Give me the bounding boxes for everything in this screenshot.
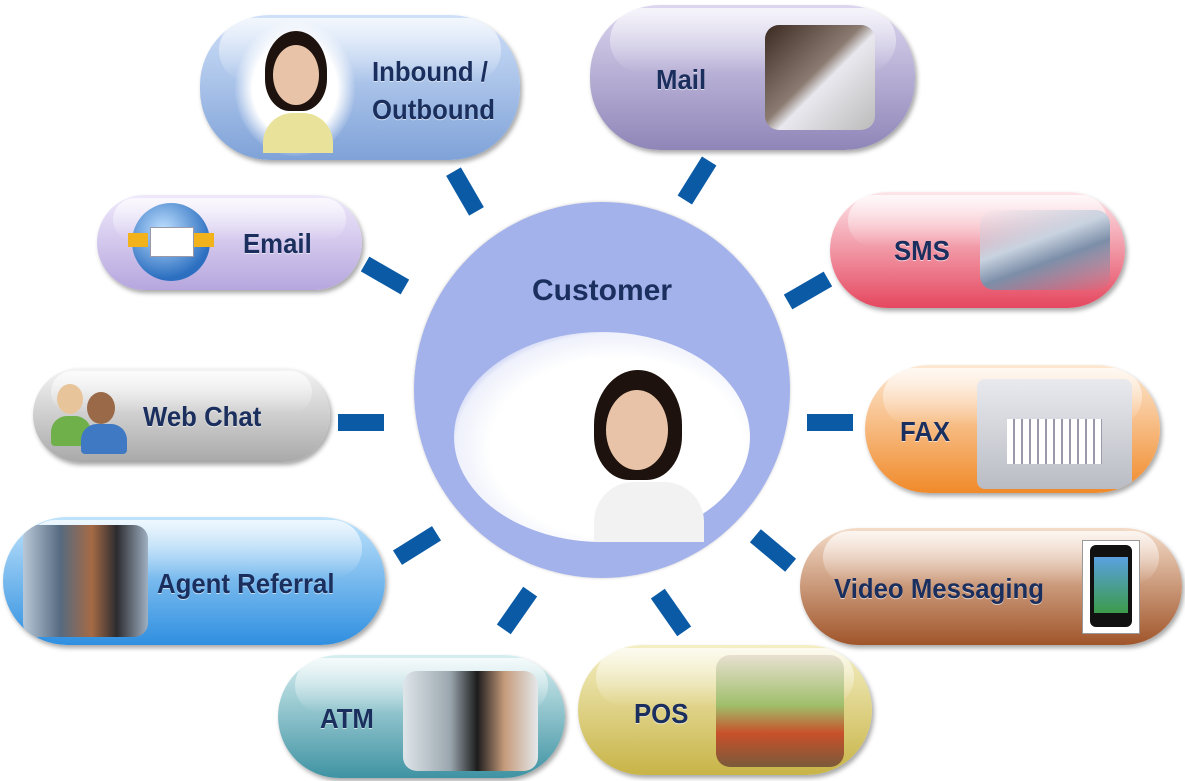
connector-email <box>360 256 410 295</box>
channel-video-messaging: Video Messaging <box>800 528 1182 645</box>
connector-mail <box>677 156 717 205</box>
channel-fax: FAX <box>865 365 1160 493</box>
channel-atm: ATM <box>278 655 565 778</box>
connector-agent-referral <box>392 526 442 565</box>
chat-users-icon <box>51 378 131 456</box>
atm-label: ATM <box>320 703 374 734</box>
mail-label: Mail <box>656 64 707 95</box>
sms-label: SMS <box>894 235 950 266</box>
agent-referral-label: Agent Referral <box>157 568 335 599</box>
atm-photo <box>403 671 538 771</box>
mail-photo <box>765 25 875 130</box>
channel-email: Email <box>97 195 362 290</box>
channel-agent-referral: Agent Referral <box>3 517 385 645</box>
channel-sms: SMS <box>830 192 1125 308</box>
mobile-phones-photo <box>980 210 1110 290</box>
pos-label: POS <box>634 698 689 729</box>
channel-pos: POS <box>578 645 872 775</box>
connector-fax <box>807 414 853 431</box>
fax-machine-photo <box>977 379 1132 489</box>
channel-web-chat: Web Chat <box>33 368 330 462</box>
store-photo <box>716 655 844 767</box>
agents-photo <box>23 525 148 637</box>
smartphone-photo <box>1082 540 1140 634</box>
connector-atm <box>496 586 538 635</box>
email-globe-icon <box>128 203 214 281</box>
channel-inbound-outbound: Inbound / Outbound <box>200 15 520 160</box>
fax-label: FAX <box>900 416 951 447</box>
connector-video <box>749 529 797 572</box>
web-chat-label: Web Chat <box>143 401 262 432</box>
connector-web-chat <box>338 414 384 431</box>
inbound-label: Inbound / <box>372 56 488 87</box>
outbound-label: Outbound <box>372 93 496 125</box>
video-messaging-label: Video Messaging <box>834 573 1044 604</box>
connector-pos <box>650 588 692 637</box>
connector-inbound <box>446 167 484 216</box>
call-center-agent-photo <box>235 21 355 156</box>
customer-circle: Customer <box>414 202 790 578</box>
email-label: Email <box>243 228 312 259</box>
connector-sms <box>783 271 833 310</box>
channel-mail: Mail <box>590 5 915 150</box>
customer-photo <box>454 332 750 542</box>
customer-label: Customer <box>531 274 673 307</box>
